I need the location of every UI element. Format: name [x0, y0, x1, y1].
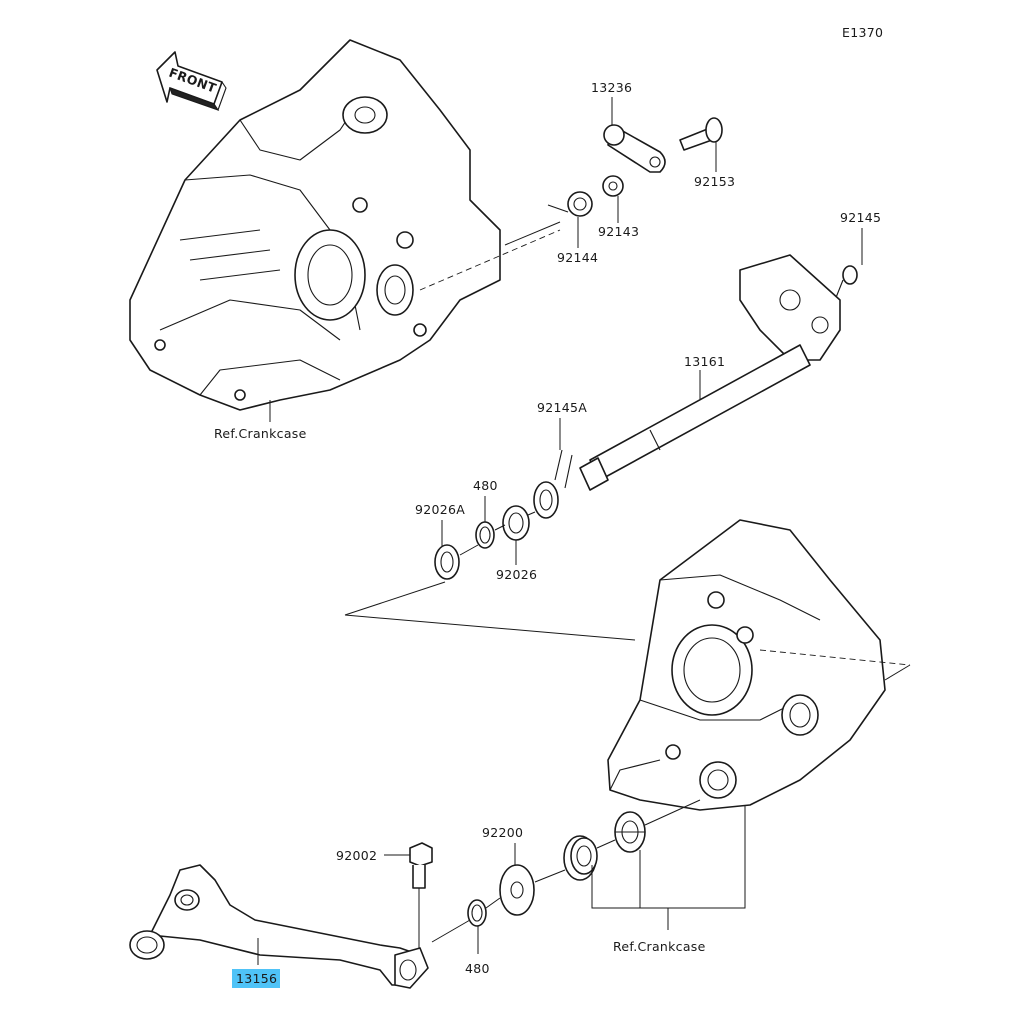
part-label-92143: 92143 — [598, 224, 639, 239]
part-92002-bolt[interactable] — [409, 842, 433, 889]
part-label-92026A: 92026A — [415, 502, 465, 517]
part-92026-washer[interactable] — [502, 505, 530, 541]
part-label-13156[interactable]: 13156 — [236, 971, 277, 986]
part-480-circlip-top[interactable] — [475, 521, 495, 549]
part-label-92153: 92153 — [694, 174, 735, 189]
part-92143-collar[interactable] — [602, 175, 624, 197]
part-label-480-top: 480 — [473, 478, 498, 493]
part-label-13161: 13161 — [684, 354, 725, 369]
part-92153-bolt[interactable] — [679, 117, 723, 151]
oil-seal[interactable] — [563, 835, 598, 881]
part-480-circlip-bottom[interactable] — [467, 899, 487, 927]
front-arrow-icon: FRONT — [156, 51, 227, 111]
part-92144-spring[interactable] — [547, 191, 593, 217]
part-13161-shift-shaft[interactable] — [579, 254, 841, 491]
part-label-92026: 92026 — [496, 567, 537, 582]
part-13236-lever[interactable] — [603, 124, 666, 173]
part-label-13236: 13236 — [591, 80, 632, 95]
crankcase-upper — [129, 39, 561, 411]
needle-bearing[interactable] — [614, 811, 646, 853]
part-label-92002: 92002 — [336, 848, 377, 863]
part-label-13156-highlight — [232, 969, 280, 988]
part-label-92145: 92145 — [840, 210, 881, 225]
crankcase-lower — [607, 519, 911, 811]
part-label-480-bottom: 480 — [465, 961, 490, 976]
part-13156-shift-pedal[interactable] — [129, 864, 429, 989]
part-label-92144: 92144 — [557, 250, 598, 265]
diagram-code: E1370 — [842, 25, 883, 40]
part-label-92145A: 92145A — [537, 400, 587, 415]
part-92026A-washer[interactable] — [434, 544, 460, 580]
ref-crankcase-top-label: Ref.Crankcase — [214, 426, 307, 441]
part-92145-spring[interactable] — [834, 265, 858, 301]
ref-crankcase-bottom-label: Ref.Crankcase — [613, 939, 706, 954]
part-92200-washer[interactable] — [499, 864, 535, 916]
part-label-92200: 92200 — [482, 825, 523, 840]
part-92145A-spring[interactable] — [533, 449, 573, 519]
